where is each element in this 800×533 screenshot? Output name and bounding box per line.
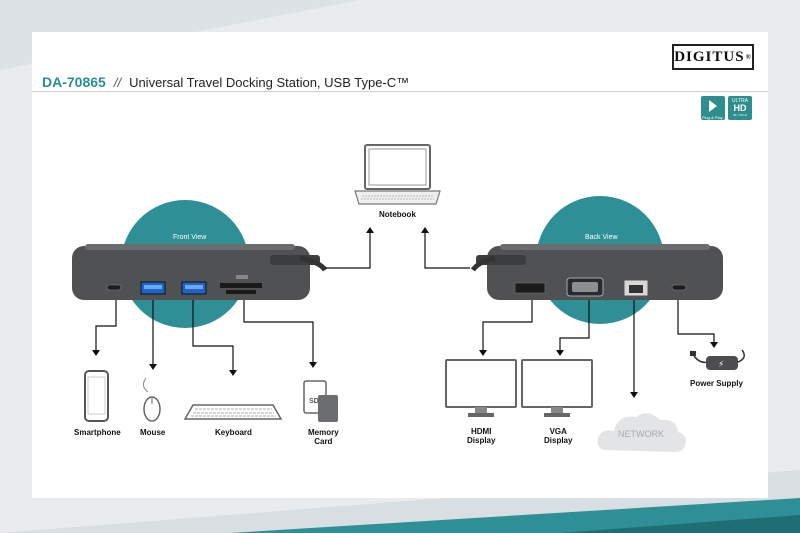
hdmi-label-line1: HDMI	[471, 427, 492, 436]
hdmi-display-label: HDMI Display	[467, 427, 495, 445]
keyboard-icon	[183, 404, 283, 420]
hdmi-label-line2: Display	[467, 436, 496, 445]
back-dock	[470, 244, 723, 300]
vga-display-icon	[521, 359, 593, 417]
title-separator: //	[113, 75, 122, 90]
front-arrowheads	[92, 227, 429, 376]
vga-display-label: VGA Display	[544, 427, 572, 445]
model-number: DA-70865	[42, 74, 106, 90]
back-arrowheads	[479, 342, 718, 398]
network-cloud-icon	[597, 413, 686, 452]
smartphone-label: Smartphone	[74, 428, 121, 437]
svg-text:⚡: ⚡	[718, 360, 724, 370]
memory-card-label: Memory Card	[308, 428, 339, 446]
power-supply-icon: ⚡	[690, 349, 745, 370]
page-title: DA-70865 // Universal Travel Docking Stati…	[42, 74, 409, 90]
front-view-label: Front View	[173, 234, 207, 241]
mouse-icon	[142, 377, 161, 422]
back-connections	[482, 300, 715, 394]
notebook-icon	[354, 144, 441, 205]
front-dock	[72, 244, 328, 300]
plug-play-badge	[701, 96, 725, 120]
memory-card-label-line1: Memory	[308, 428, 339, 437]
smartphone-icon	[84, 370, 109, 422]
header-divider	[32, 91, 768, 92]
ultra-text: ULTRA	[731, 98, 749, 104]
vga-label-line2: Display	[544, 436, 573, 445]
hdmi-display-icon	[445, 359, 517, 417]
plug-play-text: Plug & Play	[702, 115, 723, 120]
network-label: NETWORK	[618, 429, 664, 439]
vga-label-line1: VGA	[549, 427, 567, 436]
resolution-text: 4K / 30 Hz	[732, 113, 747, 117]
product-title: Universal Travel Docking Station, USB Ty…	[129, 75, 410, 90]
memory-card-icon: SD	[303, 380, 338, 422]
digitus-logo: DIGITUS®	[672, 44, 754, 70]
plug-play-icon	[709, 100, 717, 112]
keyboard-label: Keyboard	[215, 428, 252, 437]
svg-text:SD: SD	[309, 398, 319, 405]
power-supply-label: Power Supply	[690, 379, 743, 388]
mouse-label: Mouse	[140, 428, 166, 437]
memory-card-label-line2: Card	[314, 437, 333, 446]
ultra-hd-badge: ULTRA HD 4K / 30 Hz	[728, 96, 752, 120]
hd-text: HD	[733, 103, 747, 113]
front-connections	[95, 230, 470, 372]
notebook-label: Notebook	[379, 210, 416, 219]
back-view-label: Back View	[585, 234, 618, 241]
